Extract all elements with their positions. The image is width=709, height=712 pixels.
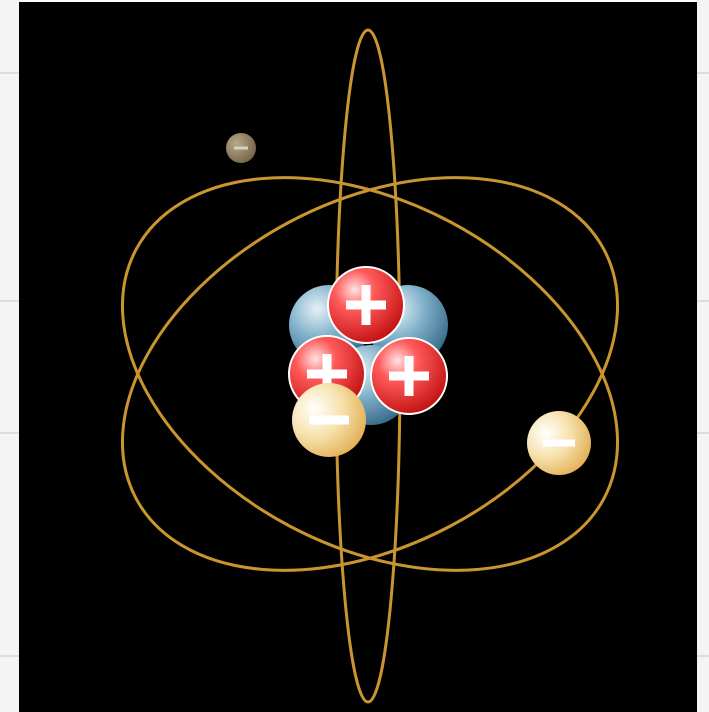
proton [328,267,404,343]
left-divider [0,72,20,74]
right-divider [697,655,709,657]
electron-right [527,411,591,475]
electron-far [226,133,256,163]
nucleus [289,267,448,457]
right-divider [697,72,709,74]
right-divider [697,432,709,434]
atom-illustration [19,2,697,712]
left-background-strip [0,0,20,712]
electron-nucleus [292,383,366,457]
right-background-strip [697,0,709,712]
right-divider [697,300,709,302]
left-divider [0,300,20,302]
left-divider [0,655,20,657]
proton [371,338,447,414]
atom-svg [19,2,697,712]
left-divider [0,432,20,434]
